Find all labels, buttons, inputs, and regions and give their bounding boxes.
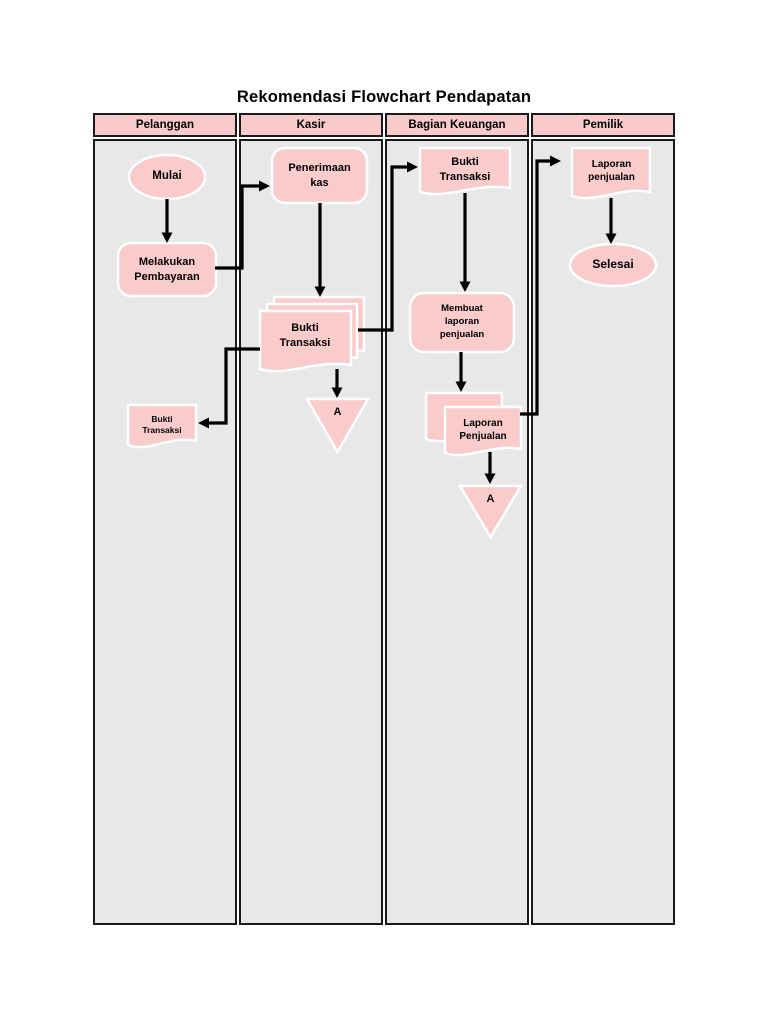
lane-pemilik (531, 139, 675, 925)
page-title: Rekomendasi Flowchart Pendapatan (236, 88, 532, 106)
lane-header-pemilik: Pemilik (531, 113, 675, 137)
lane-body-row (93, 139, 675, 925)
swimlane-table: Pelanggan Kasir Bagian Keuangan Pemilik (93, 113, 675, 925)
lane-kasir (239, 139, 383, 925)
lane-header-kasir: Kasir (239, 113, 383, 137)
lane-header-pelanggan: Pelanggan (93, 113, 237, 137)
lane-header-bagian-keuangan: Bagian Keuangan (385, 113, 529, 137)
lane-pelanggan (93, 139, 237, 925)
lane-header-row: Pelanggan Kasir Bagian Keuangan Pemilik (93, 113, 675, 137)
lane-bagian-keuangan (385, 139, 529, 925)
